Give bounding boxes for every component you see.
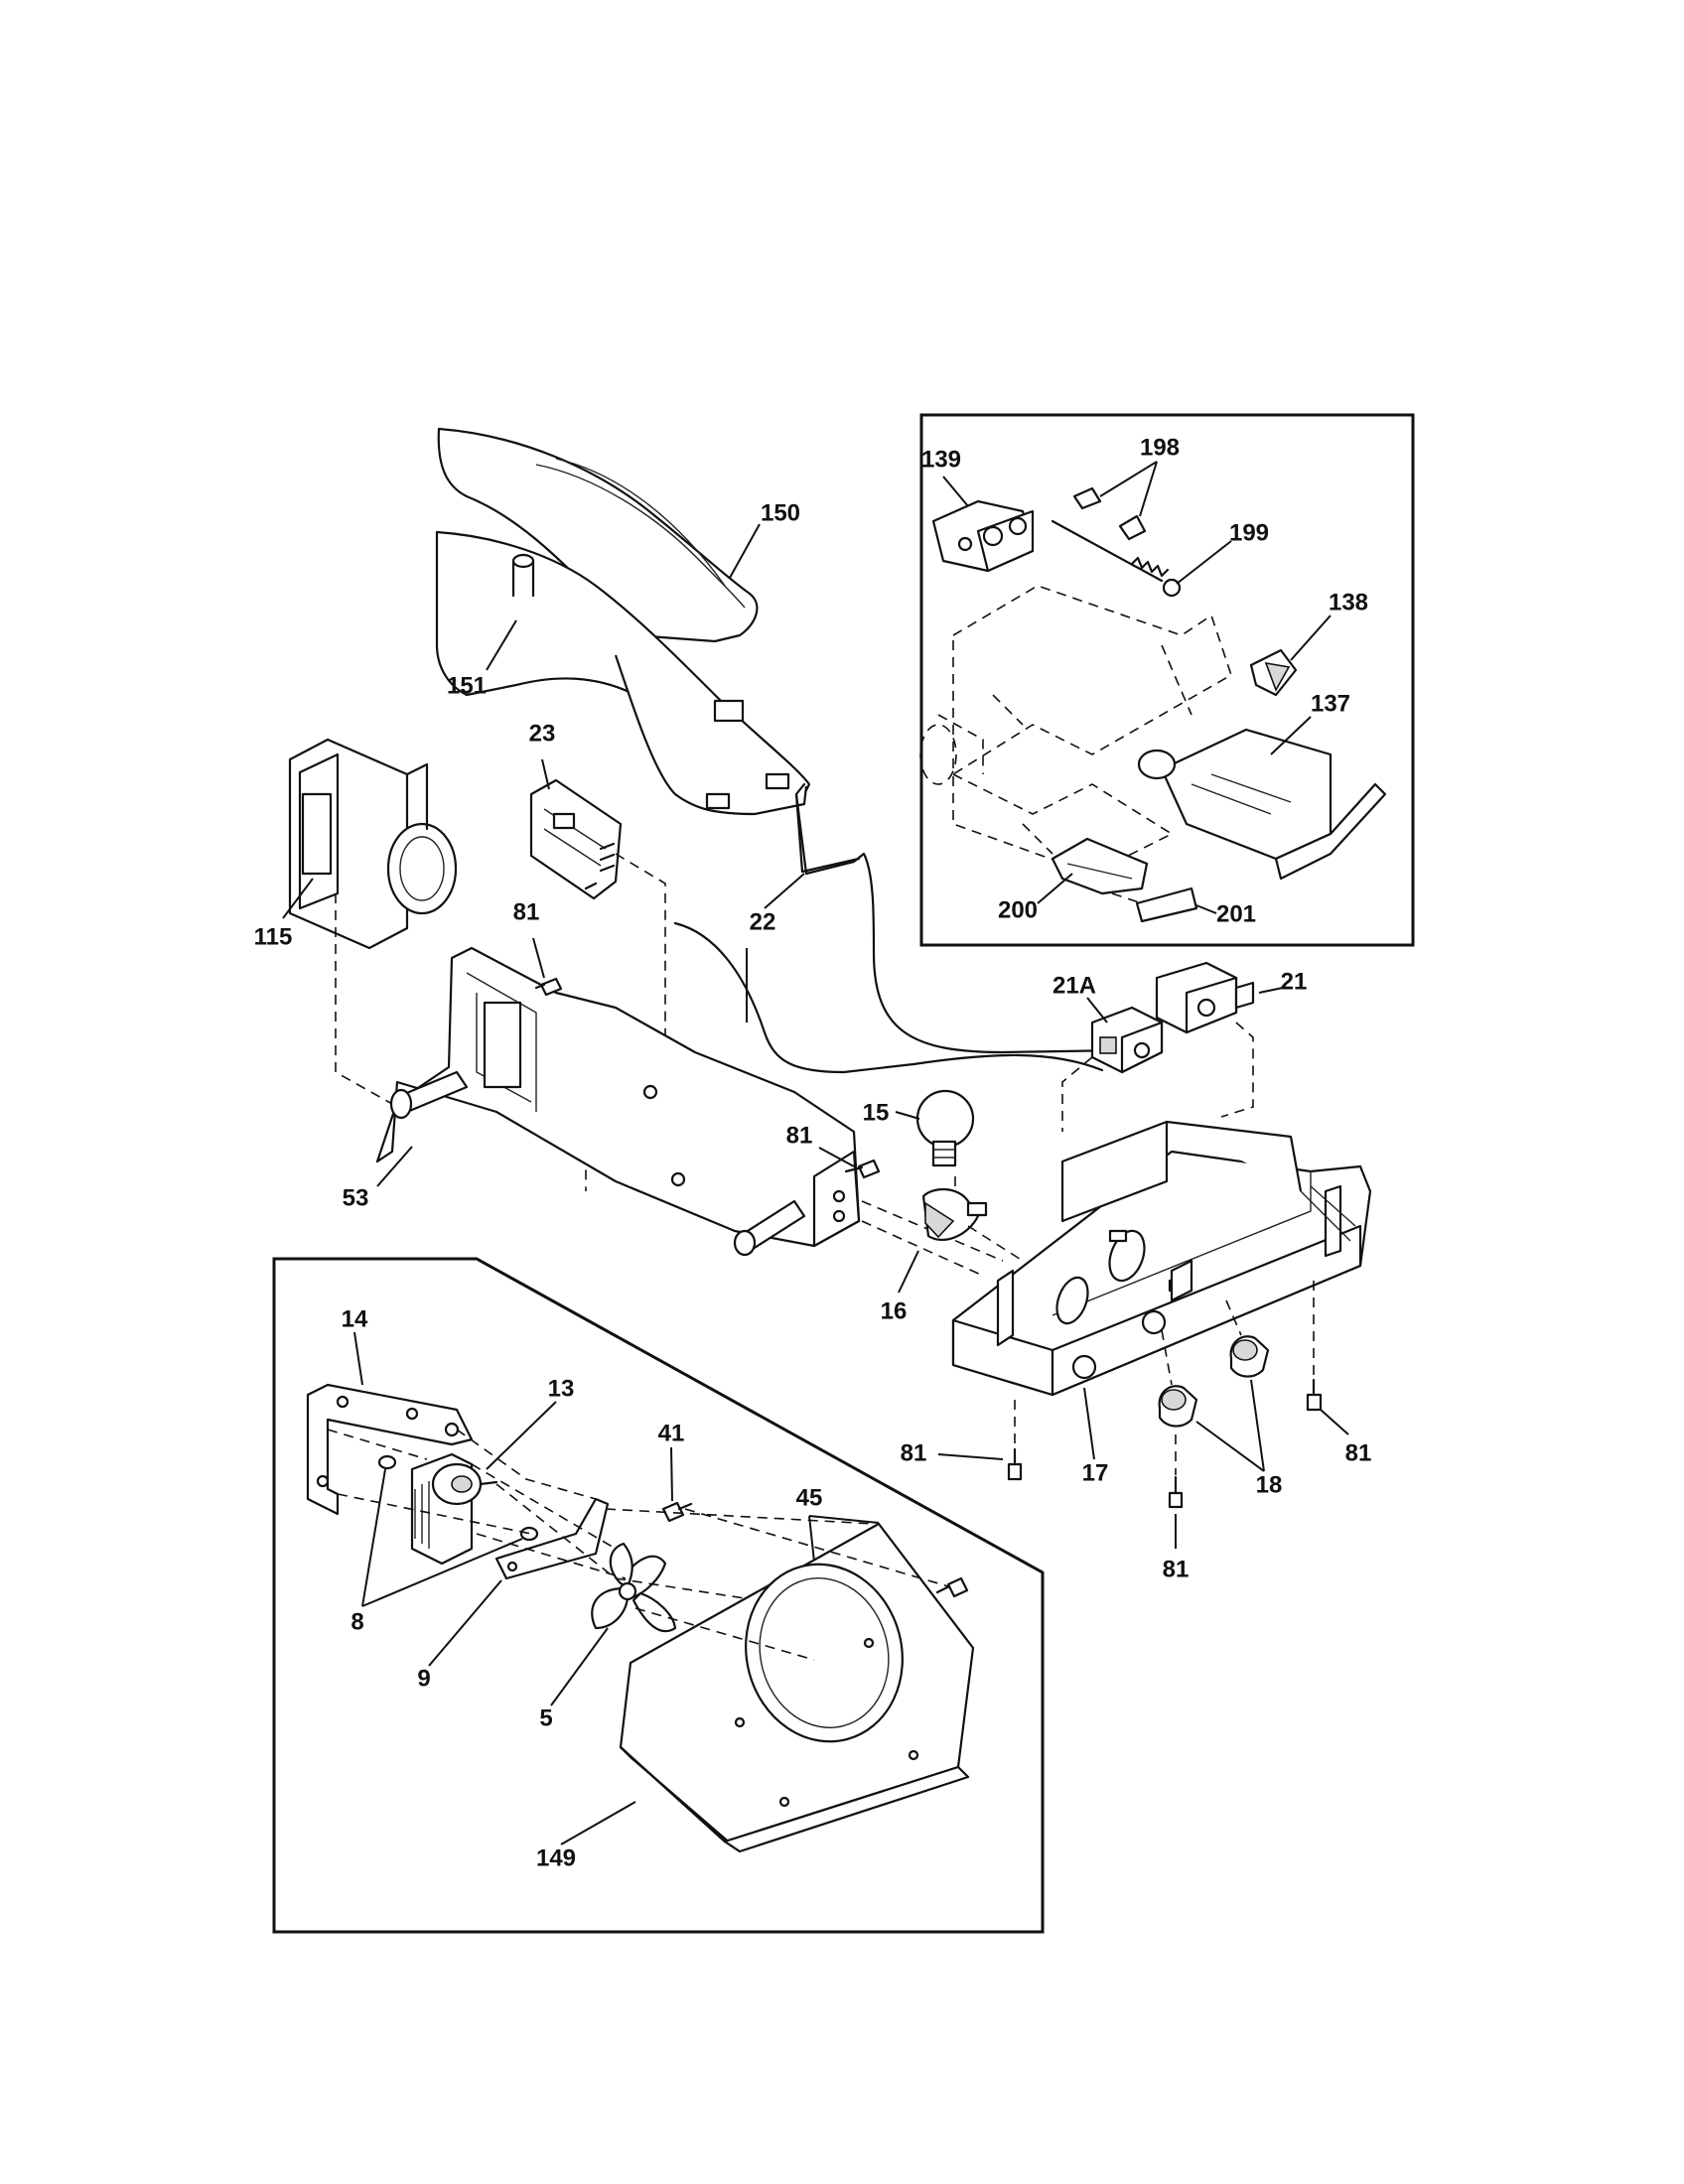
callout-53: 53 <box>343 1184 369 1211</box>
callout-21a: 21A <box>1052 972 1096 999</box>
switch-21 <box>1155 961 1255 1034</box>
leader-151 <box>486 619 517 671</box>
callout-22: 22 <box>750 908 776 935</box>
spring-199 <box>1051 519 1182 598</box>
callout-200: 200 <box>998 896 1038 923</box>
tray-body-outline <box>919 585 1232 875</box>
fan-shroud-149 <box>619 1522 975 1853</box>
pad-200 <box>1051 837 1149 895</box>
lever-138 <box>1249 648 1298 697</box>
callout-13: 13 <box>548 1375 575 1402</box>
callout-139: 139 <box>921 446 961 473</box>
callout-81-lower-mid: 81 <box>1163 1556 1190 1582</box>
callout-5: 5 <box>539 1705 552 1731</box>
callout-15: 15 <box>863 1099 890 1126</box>
callout-23: 23 <box>529 720 556 747</box>
callout-201: 201 <box>1216 900 1256 927</box>
callout-81-lower-right: 81 <box>1345 1439 1372 1466</box>
callout-8: 8 <box>351 1608 363 1635</box>
callout-41: 41 <box>658 1420 685 1446</box>
callout-137: 137 <box>1311 690 1350 717</box>
grommets-8 <box>377 1454 539 1542</box>
knob-18b <box>1229 1335 1270 1378</box>
actuator-paddle-137 <box>1137 728 1387 881</box>
callout-17: 17 <box>1082 1459 1109 1486</box>
dispenser-housing-53 <box>375 946 861 1257</box>
screw-81b <box>844 1159 881 1179</box>
dispenser-actuator-115 <box>288 738 458 950</box>
callout-14: 14 <box>342 1305 368 1332</box>
screw-41 <box>661 1501 693 1523</box>
bracket-14 <box>306 1383 474 1516</box>
callout-81-lower-left: 81 <box>901 1439 927 1466</box>
callout-149: 149 <box>536 1844 576 1871</box>
callout-150: 150 <box>761 499 800 526</box>
control-board <box>529 778 623 900</box>
inset-frame-dispenser-actuator <box>919 413 1415 947</box>
fan-motor-13 <box>410 1452 498 1566</box>
callout-45: 45 <box>796 1484 823 1511</box>
lamp-socket-16 <box>921 1188 988 1241</box>
ice-chute-housing <box>435 427 811 816</box>
callout-81-middle: 81 <box>786 1122 813 1149</box>
lamp-15 <box>915 1089 975 1167</box>
solenoid-139 <box>931 499 1035 573</box>
screw-81d <box>1168 1475 1184 1509</box>
fan-blade-5 <box>591 1542 677 1633</box>
callout-81-upper: 81 <box>513 898 540 925</box>
callout-115: 115 <box>254 923 293 950</box>
label-strip-201 <box>1135 887 1198 923</box>
dispenser-base-17 <box>951 1120 1372 1397</box>
screw-81c <box>1007 1447 1023 1481</box>
callout-151: 151 <box>447 672 487 699</box>
screw-81a <box>534 977 563 997</box>
callout-16: 16 <box>881 1297 908 1324</box>
screw-81e <box>1306 1378 1323 1412</box>
callout-18: 18 <box>1256 1471 1283 1498</box>
callout-199: 199 <box>1229 519 1269 546</box>
callout-9: 9 <box>417 1665 430 1692</box>
leader-150 <box>729 523 761 579</box>
callout-198: 198 <box>1140 434 1180 461</box>
callout-21: 21 <box>1281 968 1308 995</box>
bracket-9 <box>494 1497 610 1580</box>
callout-138: 138 <box>1329 589 1368 615</box>
knob-18a <box>1158 1385 1198 1428</box>
wire-harness-22 <box>673 782 1124 1074</box>
clips-198 <box>1072 486 1147 541</box>
inset-frame-fan-assembly <box>272 1257 1045 1934</box>
